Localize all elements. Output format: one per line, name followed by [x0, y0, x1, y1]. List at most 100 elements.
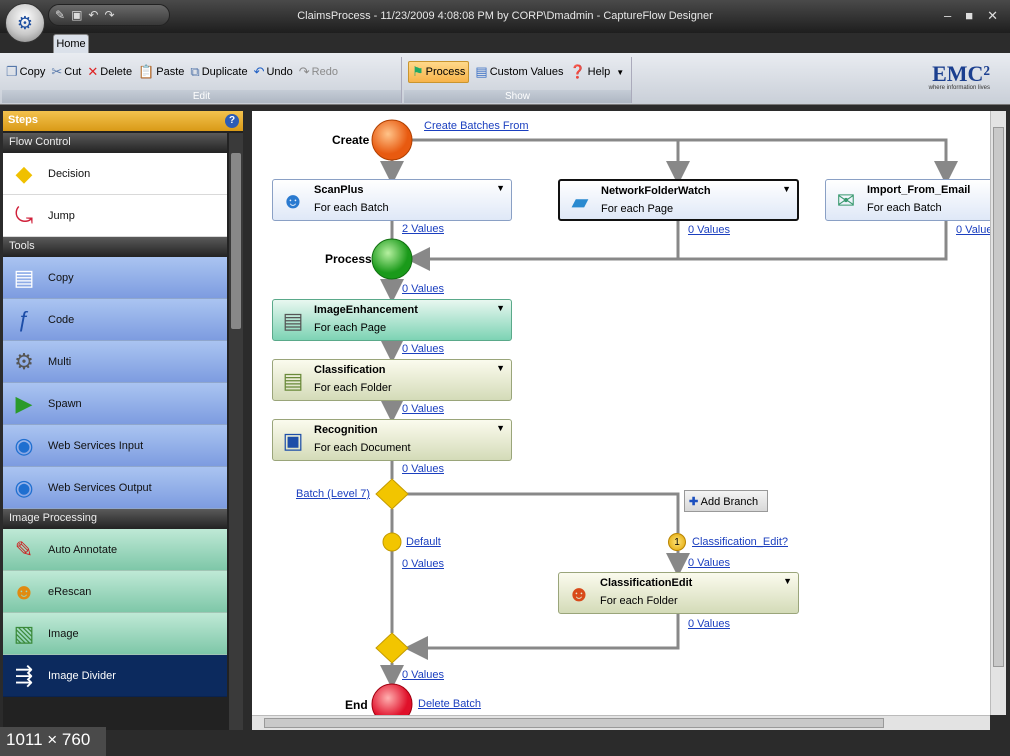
- duplicate-button[interactable]: ⧉Duplicate: [190, 64, 248, 79]
- chevron-down-icon[interactable]: ▼: [496, 423, 505, 433]
- copy-icon: ❐: [6, 64, 18, 79]
- cut-button[interactable]: ✂Cut: [51, 64, 82, 79]
- window-title: ClaimsProcess - 11/23/2009 4:08:08 PM by…: [297, 10, 713, 22]
- show-group-caption: Show: [404, 90, 631, 103]
- step-copy[interactable]: ▤Copy: [3, 257, 227, 299]
- redo-button[interactable]: ↷Redo: [298, 64, 338, 79]
- annotate-icon: ✎: [14, 536, 34, 562]
- default-values-link[interactable]: 0 Values: [402, 558, 444, 570]
- scanner-person-icon: ☻: [281, 188, 305, 213]
- canvas-vscroll-thumb[interactable]: [993, 127, 1004, 667]
- category-image-processing[interactable]: Image Processing: [3, 509, 227, 529]
- duplicate-icon: ⧉: [190, 64, 200, 79]
- process-label: Process: [325, 252, 372, 266]
- node-scanplus[interactable]: ☻ ScanPlus For each Batch ▼: [272, 179, 512, 221]
- copy-button[interactable]: ❐Copy: [6, 64, 46, 79]
- jump-icon: ⤿: [14, 202, 34, 228]
- redo-icon: ↷: [298, 64, 310, 79]
- chevron-down-icon[interactable]: ▼: [783, 576, 792, 586]
- step-erescan[interactable]: ☻eRescan: [3, 571, 227, 613]
- brand-logo: EMC² where information lives: [929, 63, 990, 92]
- canvas-vertical-scrollbar[interactable]: [990, 111, 1006, 715]
- redo-icon[interactable]: ↷: [104, 8, 115, 22]
- step-decision[interactable]: ◆Decision: [3, 153, 227, 195]
- chevron-down-icon[interactable]: ▼: [782, 184, 791, 194]
- application-menu-button[interactable]: ⚙: [5, 3, 45, 43]
- classification-values-link[interactable]: 0 Values: [402, 403, 444, 415]
- category-tools[interactable]: Tools: [3, 237, 227, 257]
- node-classificationedit[interactable]: ☻ ClassificationEdit For each Folder ▼: [558, 572, 799, 614]
- scanplus-values-link[interactable]: 2 Values: [402, 223, 444, 235]
- step-spawn[interactable]: ▶Spawn: [3, 383, 227, 425]
- email-icon: ✉: [836, 188, 856, 213]
- edit-group: ❐Copy ✂Cut ✕Delete 📋Paste ⧉Duplicate ↶Un…: [2, 57, 402, 103]
- delete-batch-link[interactable]: Delete Batch: [418, 698, 481, 710]
- paste-button[interactable]: 📋Paste: [138, 64, 185, 79]
- dimensions-overlay: 1011 × 760: [0, 727, 106, 756]
- chevron-down-icon[interactable]: ▼: [496, 303, 505, 313]
- step-image-divider[interactable]: ⇶Image Divider: [3, 655, 227, 697]
- window-controls: – ■ ✕: [944, 8, 998, 24]
- delete-button[interactable]: ✕Delete: [87, 64, 133, 79]
- classificationedit-values-link[interactable]: 0 Values: [688, 618, 730, 630]
- step-multi[interactable]: ⚙Multi: [3, 341, 227, 383]
- process-values-link[interactable]: 0 Values: [402, 283, 444, 295]
- default-branch-link[interactable]: Default: [406, 536, 441, 548]
- decision-diamond: [375, 478, 409, 510]
- node-recognition[interactable]: ▣ Recognition For each Document ▼: [272, 419, 512, 461]
- decision-batch-link[interactable]: Batch (Level 7): [296, 488, 370, 500]
- step-web-services-input[interactable]: ◉Web Services Input: [3, 425, 227, 467]
- category-flow-control[interactable]: Flow Control: [3, 133, 227, 153]
- step-auto-annotate[interactable]: ✎Auto Annotate: [3, 529, 227, 571]
- import-email-values-link[interactable]: 0 Value: [956, 224, 990, 236]
- new-icon[interactable]: ✎: [55, 8, 66, 22]
- merge-diamond: [375, 632, 409, 664]
- flow-canvas[interactable]: Create Create Batches From ☻ ScanPlus Fo…: [252, 111, 990, 715]
- step-jump[interactable]: ⤿Jump: [3, 195, 227, 237]
- networkfolderwatch-values-link[interactable]: 0 Values: [688, 224, 730, 236]
- canvas-horizontal-scrollbar[interactable]: [252, 715, 990, 730]
- step-web-services-output[interactable]: ◉Web Services Output: [3, 467, 227, 509]
- node-networkfolderwatch[interactable]: ▰ NetworkFolderWatch For each Page ▼: [558, 179, 799, 221]
- maximize-button[interactable]: ■: [965, 8, 974, 23]
- help-icon[interactable]: ?: [225, 114, 239, 128]
- classification-edit-branch-link[interactable]: Classification_Edit?: [692, 536, 788, 548]
- save-icon[interactable]: ▣: [71, 8, 83, 22]
- globe-out-icon: ◉: [14, 474, 34, 500]
- enhancement-values-link[interactable]: 0 Values: [402, 343, 444, 355]
- custom-values-button[interactable]: ▤Custom Values: [475, 64, 564, 79]
- step-image[interactable]: ▧Image: [3, 613, 227, 655]
- steps-panel: Steps ? Flow Control ◆Decision ⤿Jump Too…: [3, 111, 243, 730]
- canvas-hscroll-thumb[interactable]: [264, 718, 884, 728]
- undo-button[interactable]: ↶Undo: [253, 64, 293, 79]
- node-classification[interactable]: ▤ Classification For each Folder ▼: [272, 359, 512, 401]
- create-start-node: [371, 119, 413, 161]
- delete-icon: ✕: [87, 64, 99, 79]
- create-batches-link[interactable]: Create Batches From: [424, 120, 529, 132]
- edit-branch-values-link[interactable]: 0 Values: [688, 557, 730, 569]
- chevron-down-icon[interactable]: ▼: [496, 363, 505, 373]
- help-button[interactable]: ❓Help▼: [569, 64, 625, 79]
- recognition-values-link[interactable]: 0 Values: [402, 463, 444, 475]
- process-button[interactable]: ⚑Process: [408, 61, 470, 83]
- close-button[interactable]: ✕: [987, 8, 998, 23]
- steps-scroll-thumb[interactable]: [231, 153, 241, 329]
- add-branch-button[interactable]: ✚ Add Branch: [684, 490, 768, 512]
- classification-icon: ▤: [282, 368, 304, 393]
- minimize-button[interactable]: –: [944, 8, 952, 23]
- document-icon: ▤: [13, 264, 35, 290]
- flow-connectors: [371, 119, 958, 715]
- person-edit-icon: ☻: [567, 581, 591, 606]
- show-group: ⚑Process ▤Custom Values ❓Help▼ Show: [404, 57, 632, 103]
- chevron-down-icon[interactable]: ▼: [496, 183, 505, 193]
- image-divider-icon: ⇶: [14, 662, 34, 688]
- undo-icon[interactable]: ↶: [88, 8, 99, 22]
- node-import-from-email[interactable]: ✉ Import_From_Email For each Batch: [825, 179, 990, 221]
- merge-values-link[interactable]: 0 Values: [402, 669, 444, 681]
- node-imageenhancement[interactable]: ▤ ImageEnhancement For each Page ▼: [272, 299, 512, 341]
- tab-home[interactable]: Home: [53, 34, 89, 53]
- end-node: [371, 683, 413, 715]
- table-icon: ▤: [475, 64, 488, 79]
- steps-scrollbar[interactable]: [229, 133, 243, 730]
